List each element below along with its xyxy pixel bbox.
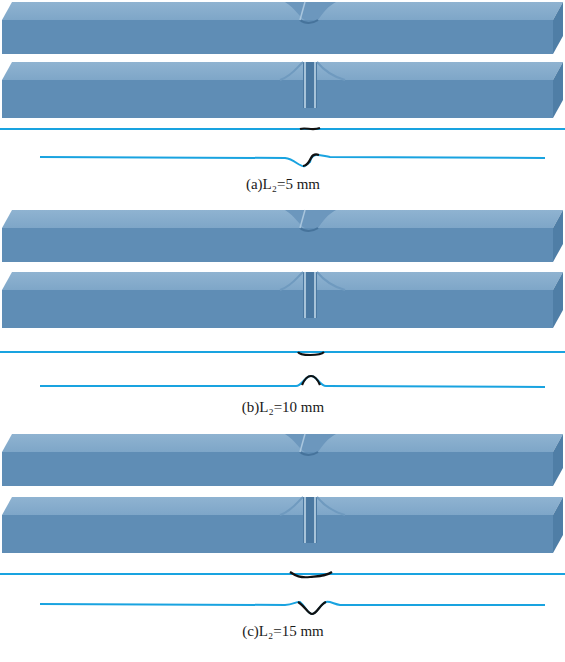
panel-caption: (c)L₂=15 mm [242, 623, 324, 640]
panel-caption: (b)L₂=10 mm [242, 399, 324, 416]
panel-caption: (a)L₂=5 mm [246, 176, 320, 193]
